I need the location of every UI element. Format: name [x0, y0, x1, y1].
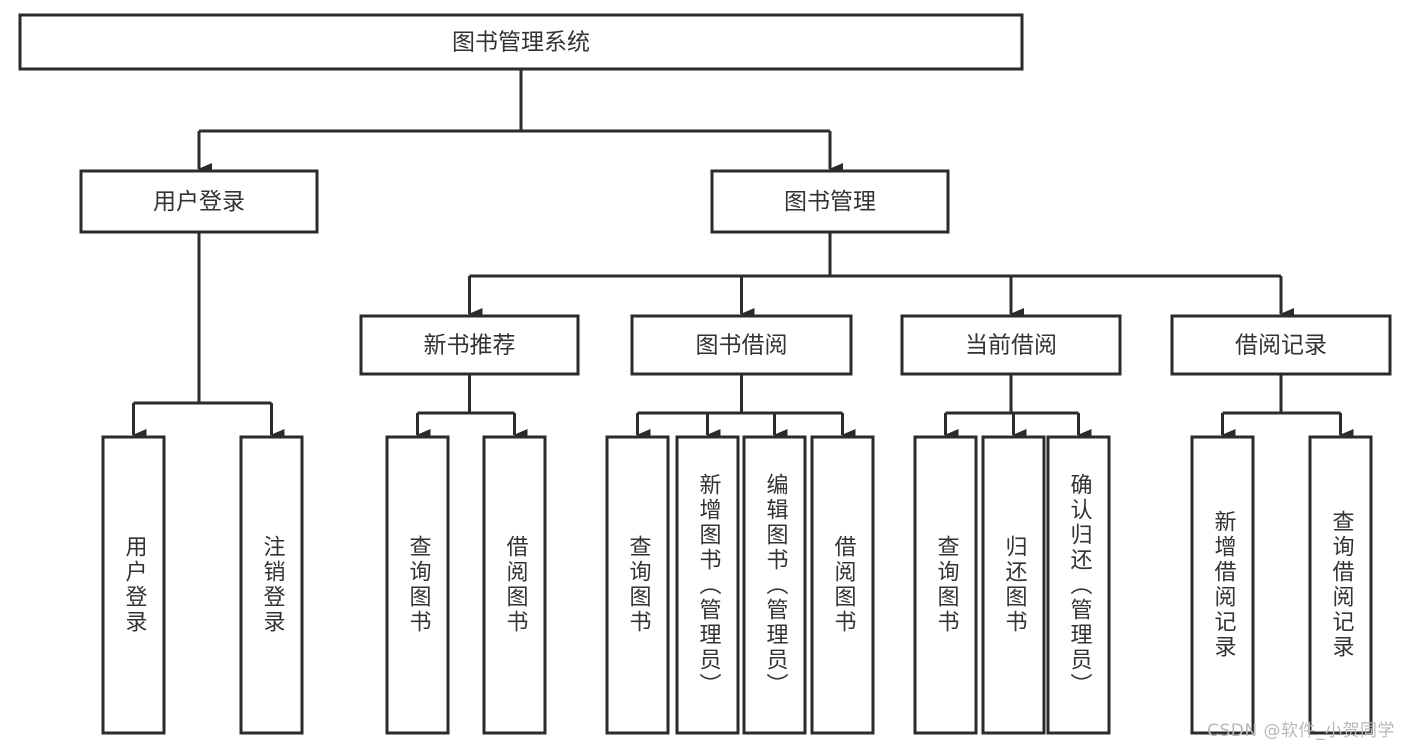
node-root-root[interactable]: 图书管理系统 [18, 13, 1024, 71]
node-label: 借阅记录 [1235, 333, 1327, 359]
node-box[interactable] [981, 435, 1046, 735]
node-leaf-leaf-query-record[interactable] [1308, 435, 1373, 735]
node-level3-borrow-record[interactable]: 借阅记录 [1170, 314, 1392, 376]
node-leaf-leaf-user-login[interactable] [101, 435, 166, 735]
csdn-watermark: CSDN @软件_小贺同学 [1207, 721, 1395, 741]
node-label: 图书管理系统 [452, 30, 590, 56]
node-box[interactable] [359, 314, 580, 376]
node-leaf-leaf-confirm-return[interactable] [1046, 435, 1111, 735]
edge-layer [132, 69, 1354, 441]
node-box[interactable] [630, 314, 853, 376]
node-box[interactable] [239, 435, 304, 735]
node-box[interactable] [913, 435, 978, 735]
node-label: 图书管理 [784, 189, 876, 215]
node-leaf-leaf-add-book[interactable] [675, 435, 740, 735]
node-leaf-leaf-query-book-2[interactable] [605, 435, 670, 735]
node-box[interactable] [1190, 435, 1255, 735]
node-label: 用户登录 [153, 189, 245, 215]
node-level3-book-borrow[interactable]: 图书借阅 [630, 314, 853, 376]
node-leaf-leaf-query-book-1[interactable] [385, 435, 450, 735]
node-box[interactable] [385, 435, 450, 735]
node-level3-new-book-recommend[interactable]: 新书推荐 [359, 314, 580, 376]
node-level3-current-borrow[interactable]: 当前借阅 [900, 314, 1122, 376]
node-leaf-leaf-borrow-book-2[interactable] [810, 435, 875, 735]
node-leaf-leaf-edit-book[interactable] [742, 435, 807, 735]
node-box[interactable] [710, 169, 950, 234]
node-box[interactable] [482, 435, 547, 735]
node-box[interactable] [18, 13, 1024, 71]
node-leaf-leaf-user-logout[interactable] [239, 435, 304, 735]
node-box[interactable] [101, 435, 166, 735]
node-box[interactable] [810, 435, 875, 735]
node-level2-book-manage[interactable]: 图书管理 [710, 169, 950, 234]
node-leaf-leaf-query-book-3[interactable] [913, 435, 978, 735]
node-label: 新书推荐 [424, 333, 516, 359]
node-box[interactable] [675, 435, 740, 735]
node-label: 当前借阅 [965, 333, 1057, 359]
node-box[interactable] [1170, 314, 1392, 376]
node-box[interactable] [1308, 435, 1373, 735]
node-level2-user-login[interactable]: 用户登录 [79, 169, 319, 234]
node-leaf-leaf-borrow-book-1[interactable] [482, 435, 547, 735]
node-box[interactable] [79, 169, 319, 234]
node-box[interactable] [900, 314, 1122, 376]
node-leaf-leaf-add-record[interactable] [1190, 435, 1255, 735]
node-box[interactable] [742, 435, 807, 735]
node-box[interactable] [605, 435, 670, 735]
node-leaf-leaf-return-book[interactable] [981, 435, 1046, 735]
node-box[interactable] [1046, 435, 1111, 735]
node-label: 图书借阅 [696, 333, 788, 359]
